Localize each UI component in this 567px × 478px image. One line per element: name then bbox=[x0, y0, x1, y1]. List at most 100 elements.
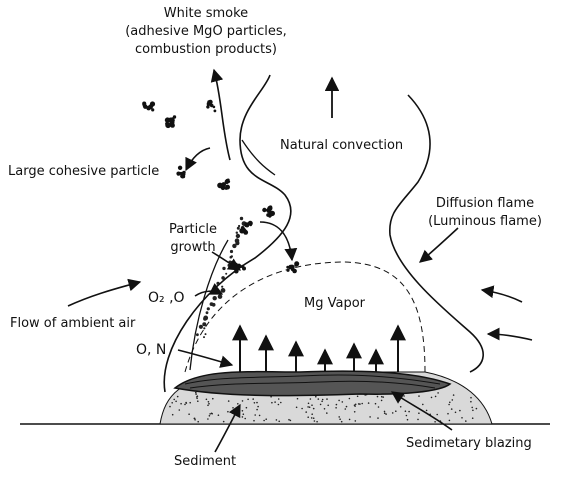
sediment-dot bbox=[319, 403, 322, 406]
particle-cluster bbox=[262, 205, 275, 218]
sediment-dot bbox=[263, 419, 265, 422]
trail-particle bbox=[203, 336, 205, 339]
sediment-dot bbox=[196, 397, 198, 400]
sediment-dot bbox=[242, 413, 245, 416]
sediment-dot bbox=[452, 394, 455, 396]
sediment-dot bbox=[353, 411, 356, 413]
sediment-dot bbox=[377, 406, 380, 408]
particle-cluster bbox=[286, 261, 300, 274]
sediment-dot bbox=[307, 402, 310, 405]
particle-cluster bbox=[206, 99, 217, 113]
sediment-dot bbox=[405, 414, 408, 417]
sediment-dot bbox=[383, 412, 386, 415]
diffusion-flame-outline bbox=[163, 74, 484, 393]
sediment-dot bbox=[208, 415, 211, 417]
trail-particle bbox=[198, 324, 203, 329]
sediment-dot bbox=[312, 417, 315, 420]
particle-cluster bbox=[217, 178, 231, 191]
vapor-arrows bbox=[232, 324, 406, 372]
luminous-flame-label: (Luminous flame) bbox=[428, 214, 542, 229]
sediment-dot bbox=[277, 398, 280, 400]
sediment-dot bbox=[385, 413, 387, 415]
sediment-dot bbox=[207, 401, 210, 403]
sediment-dot bbox=[357, 403, 360, 405]
sediment-dot bbox=[258, 414, 261, 417]
sediment-dot bbox=[196, 395, 199, 398]
sediment-dot bbox=[327, 404, 330, 407]
sediment-dot bbox=[274, 401, 276, 403]
trail-particle bbox=[202, 322, 207, 327]
sediment-dot bbox=[326, 398, 328, 400]
o2-o-label: O₂ ,O bbox=[148, 290, 185, 306]
sediment-dot bbox=[403, 395, 405, 397]
sediment-dot bbox=[205, 398, 208, 401]
sediment-dot bbox=[232, 407, 234, 409]
trail-particle bbox=[239, 216, 244, 221]
large-particle-arrow bbox=[185, 147, 211, 172]
sediment-dot bbox=[321, 400, 323, 403]
sediment-dot bbox=[434, 421, 436, 423]
sediment-dot bbox=[317, 398, 320, 400]
flame-upper-left-lobe bbox=[241, 139, 276, 176]
sediment-dot bbox=[339, 418, 341, 421]
trail-particle bbox=[235, 233, 241, 239]
trail-particle bbox=[229, 249, 234, 254]
sediment-dot bbox=[289, 419, 292, 422]
sediment-dot bbox=[197, 420, 199, 423]
sediment-dot bbox=[207, 404, 209, 407]
white-smoke-subtitle-2: combustion products) bbox=[135, 42, 277, 57]
sedimentary-blazing-band bbox=[173, 370, 452, 397]
trail-particle bbox=[204, 333, 207, 336]
trail-particle bbox=[225, 272, 228, 275]
sediment-dot bbox=[340, 420, 343, 423]
o-n-arrow bbox=[177, 349, 234, 368]
sediment-dot bbox=[178, 409, 181, 411]
particle-growth-arrow bbox=[211, 251, 242, 271]
o-n-label: O, N bbox=[136, 342, 167, 358]
o2-arrow bbox=[194, 283, 224, 297]
sediment-dot bbox=[315, 395, 317, 398]
trail-particle bbox=[205, 311, 209, 315]
particle-cluster bbox=[176, 165, 186, 179]
trail-particle bbox=[222, 266, 226, 271]
trail-particle bbox=[211, 302, 216, 307]
sediment-dot bbox=[271, 401, 273, 404]
sediment-dot bbox=[338, 416, 341, 418]
sediment-dot bbox=[335, 403, 338, 406]
sediment-dot bbox=[348, 418, 351, 421]
sediment-dot bbox=[253, 419, 255, 422]
sediment-dot bbox=[395, 410, 397, 413]
sediment-dot bbox=[470, 400, 472, 403]
trail-particle bbox=[221, 276, 225, 280]
sediment-dot bbox=[341, 401, 344, 403]
sediment-dot bbox=[222, 420, 225, 423]
sediment-dot bbox=[408, 410, 410, 413]
sediment-dot bbox=[241, 410, 244, 412]
sediment-dot bbox=[265, 418, 268, 421]
sediment-dot bbox=[471, 417, 474, 420]
sediment-dot bbox=[277, 403, 280, 406]
sediment-dot bbox=[176, 395, 179, 398]
sediment-dot bbox=[252, 398, 254, 400]
sediment-dot bbox=[465, 420, 467, 422]
sediment-dot bbox=[237, 403, 239, 405]
sediment-dot bbox=[321, 398, 324, 401]
white-smoke-title: White smoke bbox=[163, 6, 249, 21]
mg-vapor-label: Mg Vapor bbox=[304, 296, 366, 311]
trail-particle bbox=[232, 243, 237, 249]
sediment-dot bbox=[278, 420, 281, 423]
sediment-dot bbox=[377, 417, 379, 419]
sediment-dot bbox=[195, 391, 197, 394]
sediment-dot bbox=[436, 413, 439, 416]
white-smoke-arrow bbox=[210, 68, 231, 161]
trail-particle bbox=[217, 294, 223, 299]
sediment-dot bbox=[447, 412, 449, 415]
sediment-dot bbox=[418, 412, 420, 415]
sediment-dot bbox=[454, 411, 457, 414]
trail-particle bbox=[203, 327, 206, 330]
sediment-dot bbox=[197, 400, 199, 403]
sediment-dot bbox=[459, 409, 461, 412]
sediment-label: Sediment bbox=[174, 454, 237, 469]
trail-particle bbox=[235, 241, 240, 246]
